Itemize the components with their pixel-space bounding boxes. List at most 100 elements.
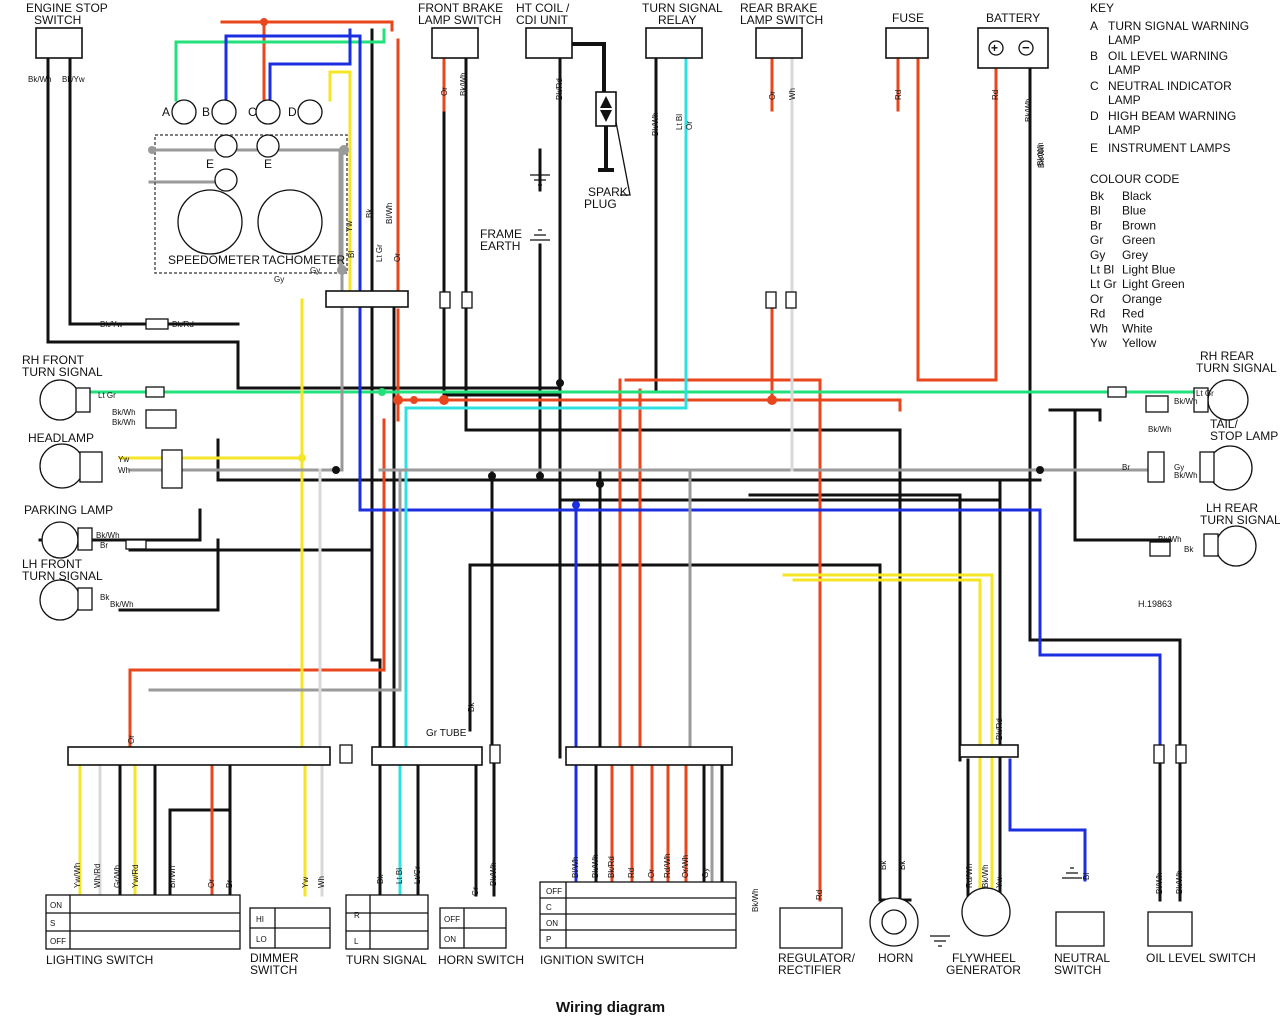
wire-code-label: Gy [274,275,284,284]
regulator-label-2: RECTIFIER [778,963,842,977]
wire-code-label: Bk [879,860,888,870]
lh-front-turn-signal-icon [39,579,81,621]
lighting-switch-connector [67,746,331,766]
ignition-row-on: ON [546,919,558,928]
tachometer-label: TACHOMETER [262,253,345,267]
wire-code-label: Bk/Yw [100,320,123,329]
lh-rear-label-2: TURN SIGNAL [1200,513,1280,527]
colour-code-name: Light Green [1122,277,1185,291]
colour-code-abbr: Or [1090,292,1103,306]
key-item-e-letter: E [1090,141,1098,155]
frame-earth-label-1: FRAME [480,227,522,241]
wire-code-label: Or [440,87,449,96]
lamp-letter-e1: E [206,157,214,171]
headlamp-icon [39,443,85,489]
parking-lamp-icon [41,521,79,559]
colour-code-name: Brown [1122,218,1156,232]
diagram-caption: Wiring diagram [556,999,665,1016]
rh-front-turn-signal-icon [39,379,81,421]
colour-code-abbr: Gy [1090,248,1105,262]
main-connector [325,290,409,308]
horn-switch-label: HORN SWITCH [438,953,524,967]
wire-code-label: Bk [467,702,476,712]
tachometer-icon [257,189,323,255]
wire-code-label: Bk [1184,545,1194,554]
regulator-label-1: REGULATOR/ [778,951,856,965]
ignition-row-off: OFF [546,887,562,896]
wire-code-label: Bk/Wh [112,408,136,417]
wire-code-label: Wh/Rd [93,864,102,888]
fuse-label: FUSE [892,11,924,25]
colour-code-name: Grey [1122,248,1148,262]
oil-level-switch-box [1147,911,1193,947]
wire-code-label: Yw [118,455,129,464]
turn-row-l: L [354,937,359,946]
connectors: + − [35,27,1257,950]
instrument-lamp-e1-icon [214,134,238,158]
wire-code-label: Gr/Wh [113,865,122,888]
wire-code-label: Bk/Wh [1174,397,1198,406]
colour-code-name: Blue [1122,204,1146,218]
parking-lamp-label: PARKING LAMP [24,503,113,517]
turn-row-r: R [354,911,360,920]
reference-number: H.19863 [1138,599,1172,609]
dimmer-switch-label-1: DIMMER [250,951,299,965]
rear-brake-switch-box [755,27,803,59]
horn-row-on: ON [444,935,456,944]
colour-code-abbr: Rd [1090,307,1105,321]
key-item-e-line1: INSTRUMENT LAMPS [1108,141,1230,155]
ignition-switch-label: IGNITION SWITCH [540,953,644,967]
wire-code-label: Bk/Rd [607,856,616,878]
key-item-a-line1: TURN SIGNAL WARNING [1108,19,1249,33]
wire-code-label: Lt Bl [395,868,404,884]
wire-code-label: Bk/Wh [751,888,760,912]
lamp-letter-c: C [248,105,257,119]
key-item-a-letter: A [1090,19,1098,33]
lighting-row-on: ON [50,901,62,910]
gr-tube-label: Gr TUBE [426,728,467,739]
wire-code-label: Rd [627,868,636,878]
spark-plug-label-2: PLUG [584,197,617,211]
speedometer-label: SPEEDOMETER [168,253,260,267]
lamp-letter-d: D [288,105,297,119]
wire-code-label: Or [647,869,656,878]
wire-code-label: Lt Gr [375,244,384,262]
colour-code-abbr: Bl [1090,204,1101,218]
wire-code-label: Bl/Wh [385,203,394,224]
lighting-row-off: OFF [50,937,66,946]
wire-code-label: Bk [898,860,907,870]
turn-signal-switch-table [345,894,429,950]
tail-label-2: STOP LAMP [1210,429,1278,443]
lamp-letter-b: B [202,105,210,119]
rear-brake-label-1: REAR BRAKE [740,1,817,15]
wire-code-label: Bk/Wh [1148,425,1172,434]
wire-code-label: Yw/Wh [73,863,82,888]
key-item-c-line2: LAMP [1108,93,1141,107]
turn-signal-connector [371,746,483,766]
instrument-lamp-e3-icon [214,168,238,192]
tail-label-1: TAIL/ [1210,417,1238,431]
battery-label: BATTERY [986,11,1040,25]
wire-code-label: Bk/Wh [1036,142,1045,166]
ignition-switch-table [539,881,737,949]
wire-code-label: Bk/Wh [1024,98,1033,122]
wire-code-label: Bl [1082,873,1091,880]
ignition-row-c: C [546,903,552,912]
dimmer-row-lo: LO [256,935,267,944]
warning-lamp-a-icon [171,99,197,125]
wire-code-label: Br [225,880,234,888]
key-item-d-line1: HIGH BEAM WARNING [1108,109,1236,123]
colour-code-name: Red [1122,307,1144,321]
key-item-c-letter: C [1090,79,1099,93]
wire-code-label: Bk/Wh [1158,535,1182,544]
wire-code-label: Yw/Rd [131,864,140,888]
colour-code-name: White [1122,321,1153,335]
wire-code-label: Rd [894,90,903,100]
frame-earth-icon [530,229,550,241]
frame-earth-label-2: EARTH [480,239,520,253]
ht-coil-box [525,27,573,59]
wire-code-label: Or [685,121,694,130]
neutral-switch-label-1: NEUTRAL [1054,951,1110,965]
wire-code-label: Or [393,253,402,262]
